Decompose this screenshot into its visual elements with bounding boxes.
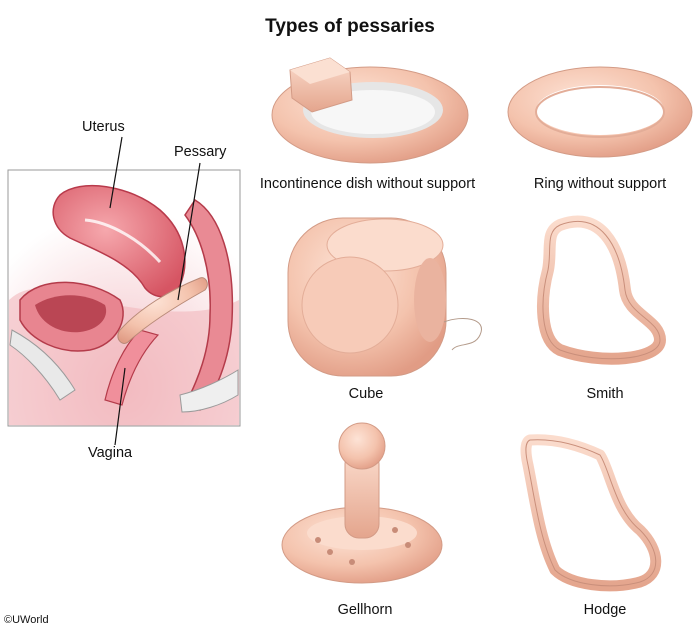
pessary-caption-incontinence-dish: Incontinence dish without support xyxy=(259,176,476,192)
vagina-leader-line xyxy=(114,367,126,446)
pessary-label: Pessary xyxy=(174,144,227,160)
ring-pessary-icon xyxy=(507,66,693,158)
cube-pessary-icon xyxy=(287,217,482,377)
smith-pessary-icon xyxy=(537,215,666,365)
uterus-leader-line xyxy=(109,136,123,209)
pessary-caption-smith: Smith xyxy=(586,386,624,402)
pubic-bone xyxy=(9,329,76,401)
figure-title: Types of pessaries xyxy=(265,16,435,37)
pessary-leader-line xyxy=(177,162,201,301)
uterus-label: Uterus xyxy=(82,119,125,135)
hodge-pessary-icon xyxy=(520,434,662,592)
pessary-caption-cube: Cube xyxy=(348,386,384,402)
pessary-in-situ xyxy=(117,277,208,344)
gellhorn-pessary-icon xyxy=(281,422,443,584)
copyright-notice: ©UWorld xyxy=(4,614,49,626)
pessary-caption-gellhorn: Gellhorn xyxy=(337,602,393,618)
anatomy-illustration xyxy=(7,136,241,446)
pessary-caption-hodge: Hodge xyxy=(583,602,627,618)
pessary-caption-ring: Ring without support xyxy=(533,176,667,192)
vagina-label: Vagina xyxy=(88,445,133,461)
vaginal-canal xyxy=(104,329,160,406)
incontinence-dish-pessary-icon xyxy=(271,57,469,164)
